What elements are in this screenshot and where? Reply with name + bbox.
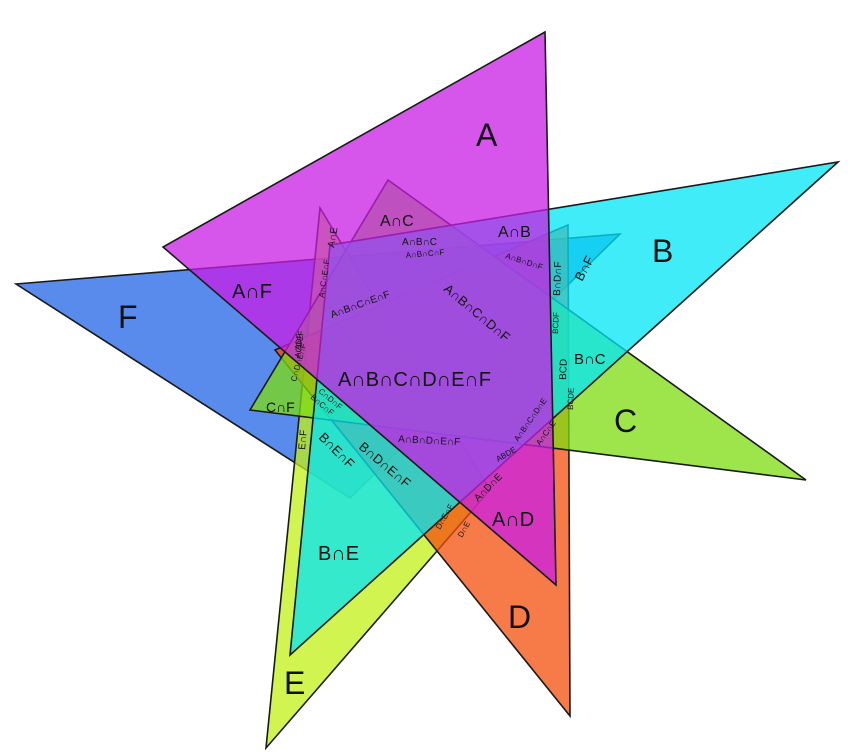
label-set-D: D	[508, 599, 531, 635]
label-B-C-D: BCD	[558, 359, 570, 380]
label-A-B-C: A∩B∩C	[402, 237, 437, 248]
label-A-C-D-E-F: ACDEF	[293, 330, 306, 358]
label-A-B: A∩B	[498, 224, 531, 241]
label-B-C: B∩C	[574, 351, 606, 368]
label-A-E: A∩E	[326, 226, 340, 248]
label-B-E: B∩E	[318, 543, 359, 565]
label-A-B-C-D-E-F: A∩B∩C∩D∩E∩F	[338, 369, 491, 391]
label-set-E: E	[284, 665, 305, 701]
label-A-F: A∩F	[232, 281, 272, 303]
label-set-A: A	[476, 117, 498, 153]
label-A-D: A∩D	[492, 509, 534, 531]
label-A-C: A∩C	[380, 213, 414, 230]
label-B-C-D-E: BCDE	[566, 388, 576, 411]
label-A-B-D-E-F: A∩B∩D∩E∩F	[398, 434, 461, 448]
triangle-A	[161, 30, 557, 587]
label-set-B: B	[652, 233, 673, 269]
label-C-F: C∩F	[266, 399, 295, 415]
label-E-F: E∩F	[297, 429, 310, 450]
label-set-C: C	[614, 403, 637, 439]
label-set-F: F	[118, 299, 138, 335]
label-B-D-F: B∩D∩F	[552, 261, 564, 296]
label-A-B-C-F: A∩B∩C∩F	[405, 248, 444, 260]
label-A-D-F: ADF	[293, 333, 304, 350]
label-B-C-D-F: BCDF	[551, 312, 561, 334]
